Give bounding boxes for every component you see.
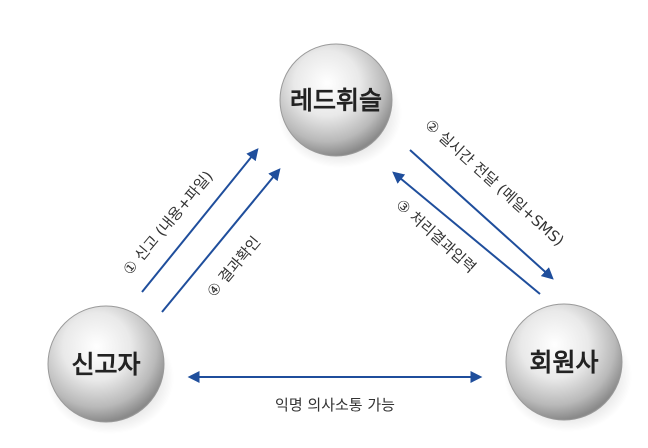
node-circle xyxy=(505,303,623,421)
edge-label-anonymous-communication: 익명 의사소통 가능 xyxy=(275,396,395,414)
node-circle xyxy=(279,43,393,157)
node-member-company: 회원사 xyxy=(504,303,632,432)
arrow-report xyxy=(141,148,259,293)
node-label-member-company: 회원사 xyxy=(529,348,598,377)
node-reporter: 신고자 xyxy=(46,305,174,434)
node-label-reporter: 신고자 xyxy=(71,350,140,379)
node-label-redwhistle: 레드휘슬 xyxy=(290,86,382,115)
arrow-check-result xyxy=(161,168,281,313)
arrow-realtime-delivery xyxy=(409,149,554,280)
arrow-result-input xyxy=(392,171,541,295)
node-circle xyxy=(47,305,165,423)
node-redwhistle: 레드휘슬 xyxy=(278,43,402,168)
edge-label-check-result: ④ 결과확인 xyxy=(203,233,264,301)
